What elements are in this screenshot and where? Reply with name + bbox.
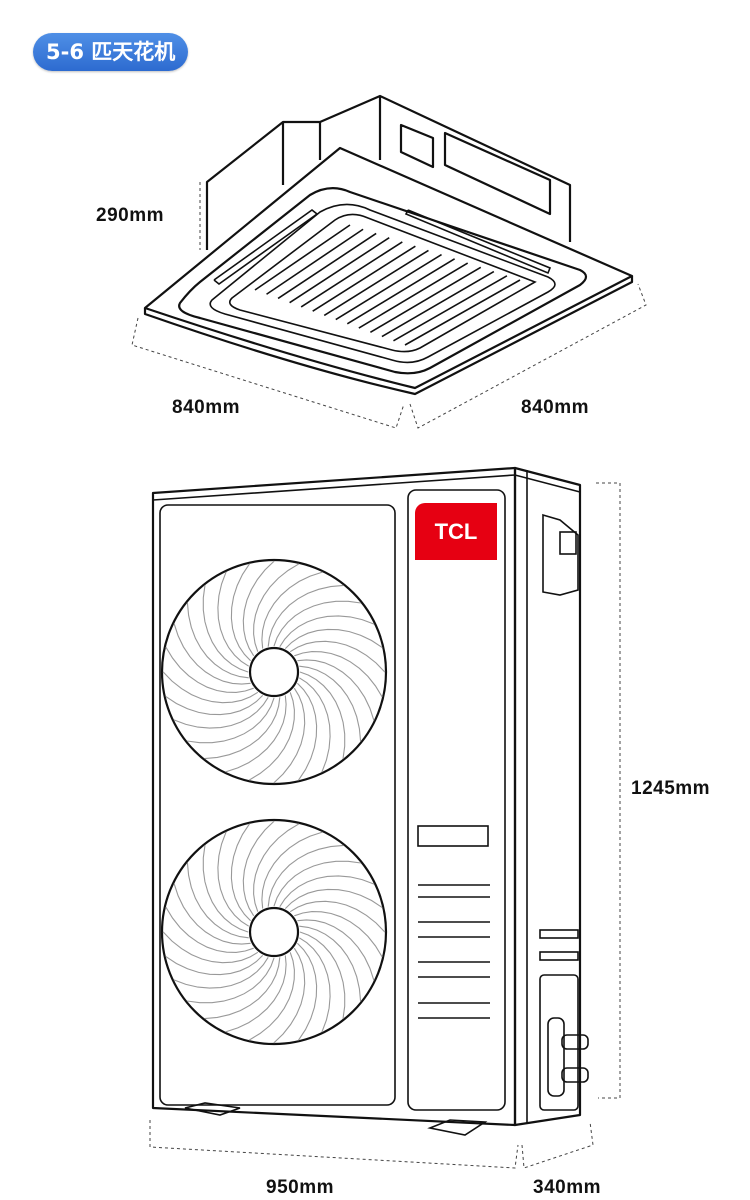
indoor-depth-label: 840mm	[521, 397, 589, 418]
indoor-width-label: 840mm	[172, 397, 240, 418]
grille-slat	[312, 245, 416, 312]
model-badge: 5-6 匹天花机	[33, 33, 189, 71]
grille-slat	[277, 232, 377, 300]
fan-grille	[160, 558, 388, 786]
indoor-height-label: 290mm	[96, 205, 164, 226]
tcl-logo: TCL	[415, 503, 497, 560]
grille-slat	[346, 258, 456, 325]
grille-slat	[335, 253, 442, 321]
grille-slat	[323, 249, 429, 317]
grille-slat	[300, 241, 403, 308]
grille-slat	[254, 224, 351, 291]
outdoor-unit-drawing	[149, 466, 621, 1169]
fan-hub	[248, 906, 300, 958]
outdoor-height-label: 1245mm	[631, 778, 711, 799]
grille-slat	[404, 279, 521, 346]
grille-slat	[266, 228, 364, 295]
fan-grille	[160, 818, 388, 1046]
grille-slat	[289, 237, 390, 304]
outdoor-depth-label: 340mm	[533, 1177, 601, 1198]
fan-hub	[248, 646, 300, 698]
grille-slat	[369, 266, 482, 333]
grille-slat	[358, 262, 469, 329]
outdoor-width-label: 950mm	[266, 1177, 334, 1198]
indoor-unit-drawing	[131, 94, 647, 429]
grille-slat	[393, 275, 508, 342]
grille-slat	[381, 270, 495, 338]
